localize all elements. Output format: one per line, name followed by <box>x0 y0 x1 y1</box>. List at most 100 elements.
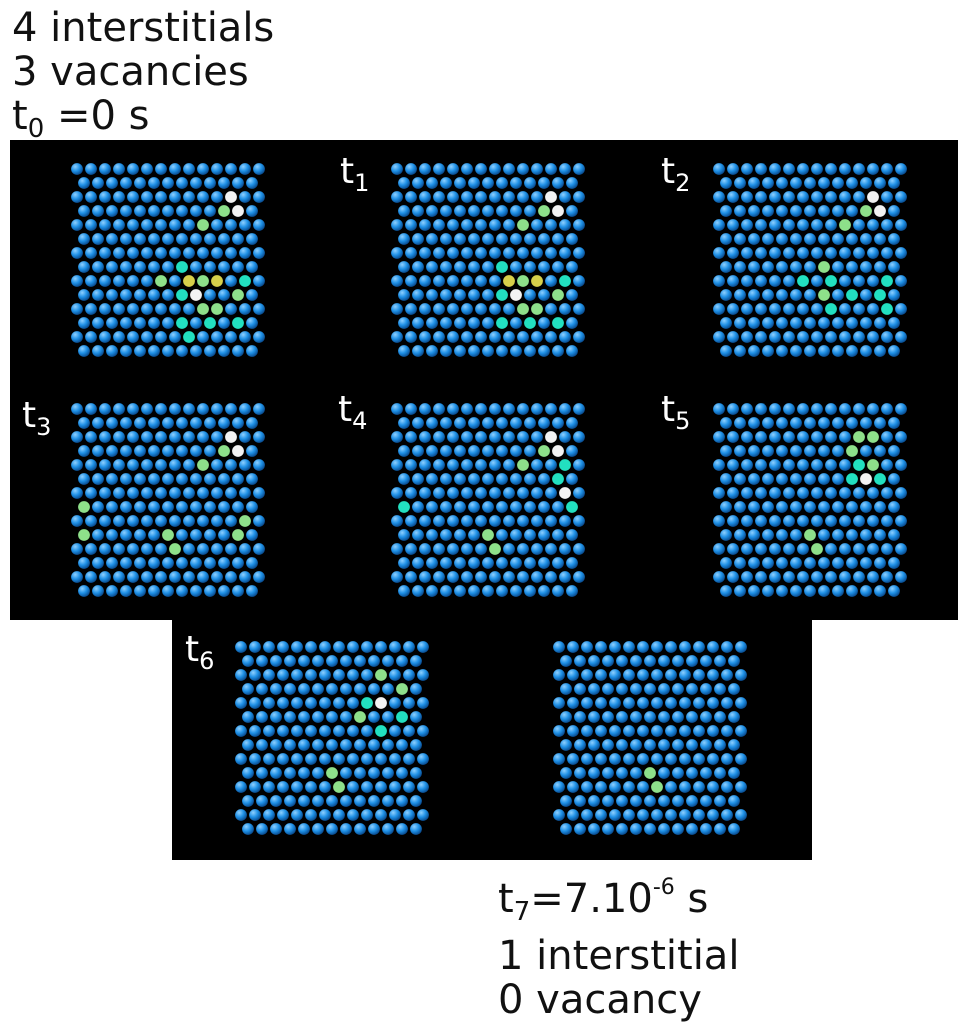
lattice-atom <box>552 501 564 513</box>
lattice-atom <box>396 739 408 751</box>
lattice-atom <box>78 177 90 189</box>
lattice-atom <box>410 795 422 807</box>
lattice-atom <box>246 585 258 597</box>
lattice-atom <box>762 557 774 569</box>
defect-atom <box>190 289 202 301</box>
lattice-atom <box>419 571 431 583</box>
lattice-atom <box>783 331 795 343</box>
lattice-atom <box>721 697 733 709</box>
lattice-atom <box>291 669 303 681</box>
defect-atom <box>225 191 237 203</box>
lattice-atom <box>679 669 691 681</box>
lattice-atom <box>113 487 125 499</box>
lattice-atom <box>832 529 844 541</box>
lattice-atom <box>644 823 656 835</box>
lattice-atom <box>291 725 303 737</box>
lattice-atom <box>783 219 795 231</box>
defect-atom <box>867 431 879 443</box>
lattice-atom <box>419 303 431 315</box>
lattice-atom <box>319 753 331 765</box>
lattice-atom <box>197 247 209 259</box>
lattice-atom <box>776 317 788 329</box>
lattice-atom <box>391 403 403 415</box>
lattice-atom <box>874 261 886 273</box>
lattice-atom <box>246 233 258 245</box>
lattice-atom <box>482 557 494 569</box>
lattice-atom <box>545 543 557 555</box>
lattice-atom <box>141 487 153 499</box>
lattice-snapshot-t6 <box>235 641 429 835</box>
lattice-atom <box>85 403 97 415</box>
lattice-atom <box>818 585 830 597</box>
lattice-atom <box>573 275 585 287</box>
lattice-atom <box>113 247 125 259</box>
lattice-atom <box>440 205 452 217</box>
lattice-atom <box>312 795 324 807</box>
lattice-atom <box>197 515 209 527</box>
lattice-atom <box>714 655 726 667</box>
lattice-snapshot-t2 <box>713 163 907 357</box>
lattice-atom <box>454 205 466 217</box>
lattice-atom <box>818 529 830 541</box>
lattice-atom <box>825 515 837 527</box>
lattice-atom <box>602 711 614 723</box>
lattice-atom <box>553 809 565 821</box>
lattice-atom <box>588 767 600 779</box>
lattice-atom <box>489 331 501 343</box>
lattice-atom <box>482 177 494 189</box>
lattice-atom <box>776 585 788 597</box>
lattice-atom <box>734 233 746 245</box>
defect-atom <box>396 711 408 723</box>
lattice-atom <box>811 487 823 499</box>
lattice-atom <box>319 725 331 737</box>
lattice-atom <box>454 585 466 597</box>
defect-atom <box>176 289 188 301</box>
lattice-atom <box>567 753 579 765</box>
lattice-snapshot-t7 <box>553 641 747 835</box>
final-interstitials-count: 1 interstitial <box>498 933 740 979</box>
lattice-atom <box>447 275 459 287</box>
lattice-atom <box>412 345 424 357</box>
lattice-atom <box>700 655 712 667</box>
lattice-atom <box>412 473 424 485</box>
lattice-atom <box>176 473 188 485</box>
lattice-atom <box>426 501 438 513</box>
lattice-atom <box>333 669 345 681</box>
lattice-atom <box>644 795 656 807</box>
lattice-atom <box>218 177 230 189</box>
lattice-atom <box>405 543 417 555</box>
lattice-atom <box>169 163 181 175</box>
lattice-atom <box>567 697 579 709</box>
defect-atom <box>545 431 557 443</box>
lattice-atom <box>825 571 837 583</box>
lattice-atom <box>155 219 167 231</box>
lattice-atom <box>277 641 289 653</box>
lattice-atom <box>176 205 188 217</box>
lattice-atom <box>651 725 663 737</box>
lattice-atom <box>755 331 767 343</box>
lattice-atom <box>134 473 146 485</box>
lattice-atom <box>148 289 160 301</box>
lattice-atom <box>218 473 230 485</box>
lattice-atom <box>860 529 872 541</box>
lattice-atom <box>630 767 642 779</box>
lattice-atom <box>347 641 359 653</box>
lattice-atom <box>839 459 851 471</box>
lattice-atom <box>92 585 104 597</box>
lattice-atom <box>148 417 160 429</box>
lattice-atom <box>867 487 879 499</box>
lattice-atom <box>403 725 415 737</box>
lattice-atom <box>368 683 380 695</box>
lattice-atom <box>566 317 578 329</box>
lattice-atom <box>503 543 515 555</box>
lattice-atom <box>419 431 431 443</box>
lattice-atom <box>538 557 550 569</box>
lattice-atom <box>433 331 445 343</box>
lattice-atom <box>573 403 585 415</box>
lattice-atom <box>398 317 410 329</box>
lattice-atom <box>651 697 663 709</box>
lattice-atom <box>734 473 746 485</box>
lattice-atom <box>447 543 459 555</box>
lattice-atom <box>672 683 684 695</box>
lattice-atom <box>832 317 844 329</box>
